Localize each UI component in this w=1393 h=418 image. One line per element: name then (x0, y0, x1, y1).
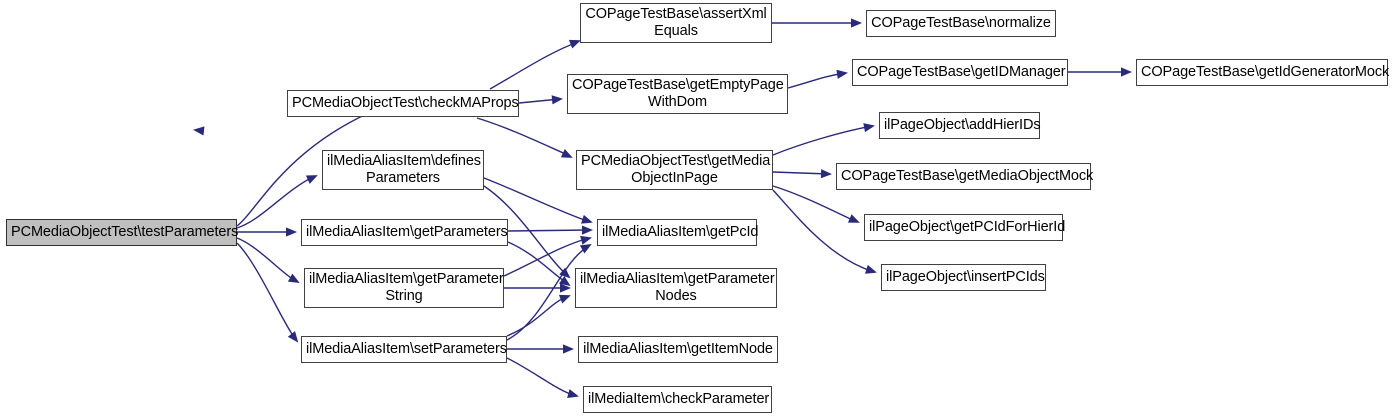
graph-node-getParameters[interactable]: ilMediaAliasItem\getParameters (301, 219, 508, 246)
arrowhead-icon (847, 214, 860, 223)
call-edge (483, 177, 591, 223)
graph-node-normalize[interactable]: COPageTestBase\normalize (866, 10, 1056, 37)
arrowhead-icon (579, 244, 592, 254)
arrowhead-icon (305, 175, 318, 184)
graph-node-testParameters[interactable]: PCMediaObjectTest\testParameters (6, 219, 239, 246)
graph-node-getItemNode[interactable]: ilMediaAliasItem\getItemNode (578, 336, 778, 363)
graph-node-label: ilMediaAliasItem\getParameter Nodes (580, 271, 775, 304)
graph-node-label: PCMediaObjectTest\testParameters (11, 224, 239, 240)
call-edge (507, 241, 569, 285)
graph-node-getPcId[interactable]: ilMediaAliasItem\getPcId (597, 219, 759, 246)
graph-node-label: ilPageObject\insertPCIds (886, 269, 1045, 285)
graph-node-label: ilPageObject\addHierIDs (884, 117, 1041, 133)
graph-node-label: ilMediaAliasItem\getParameter String (309, 271, 504, 304)
graph-node-insertPCIds[interactable]: ilPageObject\insertPCIds (881, 264, 1046, 291)
arrowhead-icon (581, 225, 593, 235)
graph-node-checkMAProps[interactable]: PCMediaObjectTest\checkMAProps (287, 90, 519, 117)
arrowhead-icon (563, 344, 574, 354)
call-edge (772, 185, 858, 223)
graph-node-label: COPageTestBase\getMediaObjectMock (841, 168, 1094, 184)
arrowhead-icon (560, 149, 573, 158)
call-edge (236, 242, 297, 341)
graph-node-label: PCMediaObjectTest\checkMAProps (292, 95, 519, 111)
arrowhead-icon (287, 331, 299, 343)
arrowhead-icon (581, 214, 593, 224)
graph-node-label: COPageTestBase\getIdGeneratorMock (1141, 64, 1390, 80)
graph-node-setParameters[interactable]: ilMediaAliasItem\setParameters (301, 336, 507, 363)
graph-node-definesParameters[interactable]: ilMediaAliasItem\defines Parameters (322, 150, 484, 190)
graph-node-addHierIDs[interactable]: ilPageObject\addHierIDs (879, 112, 1041, 139)
graph-node-label: COPageTestBase\normalize (871, 15, 1051, 31)
graph-node-label: COPageTestBase\assertXml Equals (585, 6, 767, 39)
graph-node-label: ilPageObject\getPCIdForHierId (869, 219, 1066, 235)
arrowhead-icon (193, 126, 205, 136)
arrowhead-icon (560, 283, 571, 293)
arrowhead-icon (863, 123, 875, 133)
graph-node-label: ilMediaAliasItem\getPcId (602, 224, 759, 240)
graph-node-label: COPageTestBase\getIDManager (857, 64, 1066, 80)
graph-node-getIdGeneratorMock[interactable]: COPageTestBase\getIdGeneratorMock (1136, 59, 1390, 86)
arrowhead-icon (287, 273, 300, 283)
call-edge (518, 98, 561, 104)
graph-node-label: ilMediaAliasItem\setParameters (306, 341, 507, 357)
call-edge (787, 72, 846, 89)
graph-node-getIDManager[interactable]: COPageTestBase\getIDManager (852, 59, 1068, 86)
call-edge (772, 171, 830, 175)
arrowhead-icon (567, 389, 579, 398)
graph-node-checkParameter[interactable]: ilMediaItem\checkParameter (583, 386, 772, 413)
graph-node-getPCIdForHierId[interactable]: ilPageObject\getPCIdForHierId (864, 214, 1066, 241)
arrowhead-icon (286, 227, 297, 237)
call-edge (476, 117, 571, 157)
arrowhead-icon (1121, 67, 1132, 77)
graph-node-getMediaObjectInPage[interactable]: PCMediaObjectTest\getMedia ObjectInPage (576, 150, 773, 190)
graph-node-getParameterString[interactable]: ilMediaAliasItem\getParameter String (304, 268, 504, 308)
call-edge (506, 295, 569, 337)
graph-node-label: ilMediaAliasItem\getParameters (306, 224, 508, 240)
arrowhead-icon (559, 276, 571, 287)
graph-node-label: ilMediaAliasItem\getItemNode (583, 341, 773, 357)
arrowhead-icon (559, 267, 571, 279)
call-edge (236, 237, 298, 283)
graph-node-label: PCMediaObjectTest\getMedia ObjectInPage (581, 153, 771, 186)
arrowhead-icon (836, 69, 848, 79)
arrowhead-icon (580, 235, 592, 245)
call-edge (489, 41, 579, 90)
call-edge (772, 189, 875, 273)
call-edge (507, 229, 591, 232)
graph-node-getMediaObjectMock[interactable]: COPageTestBase\getMediaObjectMock (836, 163, 1094, 190)
graph-node-label: COPageTestBase\getEmptyPage WithDom (572, 77, 784, 110)
arrowhead-icon (851, 18, 862, 28)
graph-node-assertXmlEquals[interactable]: COPageTestBase\assertXml Equals (580, 3, 772, 43)
graph-node-label: ilMediaItem\checkParameter (588, 391, 770, 407)
call-edge (772, 125, 873, 156)
arrowhead-icon (865, 264, 877, 274)
graph-node-getParameterNodes[interactable]: ilMediaAliasItem\getParameter Nodes (575, 268, 777, 308)
arrowhead-icon (820, 169, 832, 179)
arrowhead-icon (551, 95, 563, 105)
graph-node-getEmptyPageWithDom[interactable]: COPageTestBase\getEmptyPage WithDom (567, 74, 788, 114)
call-edge (506, 357, 577, 397)
graph-node-label: ilMediaAliasItem\defines Parameters (327, 153, 481, 186)
arrowhead-icon (558, 294, 571, 304)
